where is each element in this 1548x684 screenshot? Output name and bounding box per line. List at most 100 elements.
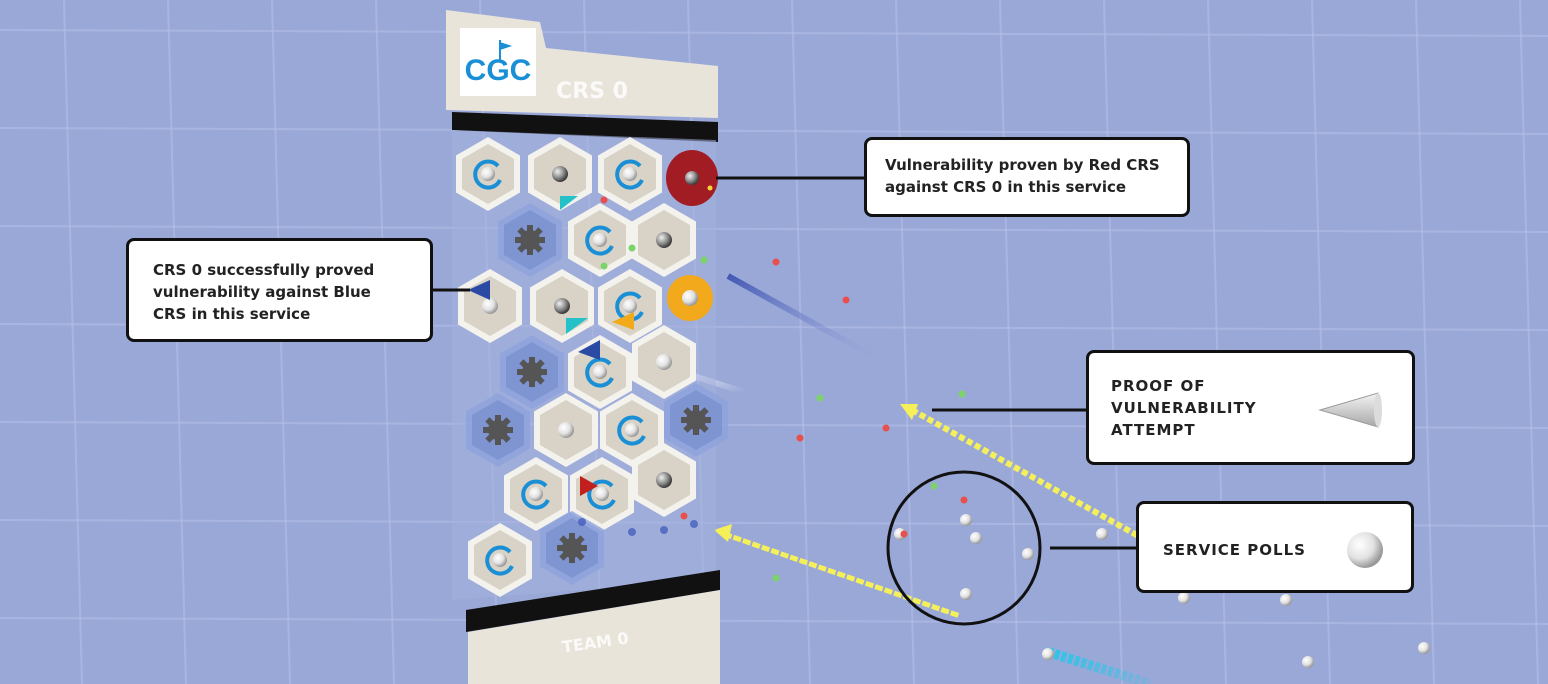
gear-body — [562, 538, 582, 558]
red-particle — [842, 296, 850, 304]
blue-particle — [690, 520, 698, 528]
swirl-ball — [625, 423, 639, 437]
swirl-ball — [493, 553, 507, 567]
cyan-proof-trail — [1046, 647, 1152, 684]
grid-line — [167, 0, 187, 684]
swirl-ball — [593, 365, 607, 379]
swirl-arc — [473, 159, 502, 190]
swirl-arc — [485, 545, 514, 576]
service-hex — [598, 137, 662, 211]
callout-blue-proof-text: CRS 0 successfully proved vulnerability … — [153, 261, 375, 323]
red-particle — [900, 530, 908, 538]
swirl-arc — [521, 479, 550, 510]
red-flag — [580, 476, 598, 496]
grid-line — [0, 29, 1548, 37]
red-vulnerability-marker — [666, 150, 718, 206]
service-hex — [468, 523, 532, 597]
service-hex — [632, 325, 696, 399]
legend-service-polls: SERVICE POLLS — [1136, 501, 1414, 593]
gear-tooth — [527, 225, 533, 233]
swirl-icon — [585, 357, 614, 388]
legend-proof-of-vulnerability: PROOF OF VULNERABILITY ATTEMPT — [1086, 350, 1415, 465]
grid-line — [0, 225, 1548, 233]
service-hex — [528, 137, 592, 211]
green-particle — [930, 482, 938, 490]
grid-line — [791, 0, 811, 684]
swirl-icon — [617, 415, 646, 446]
service-poll-sphere — [1302, 656, 1314, 668]
gear-tooth — [495, 437, 501, 445]
grid-line — [1415, 0, 1435, 684]
service-poll-sphere — [970, 532, 982, 544]
green-particle — [700, 256, 708, 264]
gear-body — [488, 420, 508, 440]
gear-tooth — [495, 415, 501, 423]
service-hex — [504, 457, 568, 531]
swirl-icon — [521, 479, 550, 510]
service-hex — [664, 383, 728, 457]
legend-proof-text: PROOF OF VULNERABILITY ATTEMPT — [1111, 377, 1257, 439]
green-particle — [628, 244, 636, 252]
service-hex — [534, 393, 598, 467]
grid-line — [1103, 0, 1123, 684]
service-hex — [498, 203, 562, 277]
grid-line — [375, 0, 395, 684]
swirl-icon — [585, 225, 614, 256]
swirl-arc — [585, 357, 614, 388]
blue-particle — [628, 528, 636, 536]
callout-blue-proof: CRS 0 successfully proved vulnerability … — [126, 238, 433, 342]
gear-icon — [517, 357, 547, 387]
grid-line — [895, 0, 915, 684]
orange-flag — [612, 312, 634, 330]
service-hex — [456, 137, 520, 211]
gear-icon — [483, 415, 513, 445]
gear-body — [520, 230, 540, 250]
white-ball-icon — [482, 298, 498, 314]
service-poll-sphere — [1096, 528, 1108, 540]
gear-tooth — [527, 247, 533, 255]
service-hex — [570, 457, 634, 531]
callout-red-proof-text: Vulnerability proven by Red CRS against … — [885, 156, 1160, 196]
service-poll-sphere — [1178, 592, 1190, 604]
service-poll-sphere — [1418, 642, 1430, 654]
gear-tooth — [693, 427, 699, 435]
cyan-flag-2 — [566, 318, 588, 334]
service-poll-sphere — [1280, 594, 1292, 606]
cgc-logo-text: CGC — [465, 54, 532, 87]
swirl-icon — [615, 159, 644, 190]
green-particle — [600, 262, 608, 270]
orange-marker — [667, 275, 713, 321]
callout-red-proof: Vulnerability proven by Red CRS against … — [864, 137, 1190, 217]
swirl-ball — [595, 487, 609, 501]
flag-icon — [500, 42, 512, 50]
swirl-arc — [615, 291, 644, 322]
panel-footer-bar — [466, 570, 720, 632]
swirl-ball — [593, 233, 607, 247]
red-particle — [882, 424, 890, 432]
grid-line — [999, 0, 1019, 684]
yellow-arrowhead-upper — [900, 404, 918, 420]
gear-body — [522, 362, 542, 382]
panel-header-bar — [452, 112, 718, 142]
legend-polls-text: SERVICE POLLS — [1163, 541, 1306, 559]
panel-footer — [468, 590, 720, 684]
white-ball-icon — [558, 422, 574, 438]
blue-particle — [660, 526, 668, 534]
grey-ball-icon — [552, 166, 568, 182]
blue-particle — [578, 518, 586, 526]
grey-ball-icon — [656, 232, 672, 248]
cyan-flag-1 — [560, 196, 578, 210]
service-hex — [500, 335, 564, 409]
yellow-proof-trail-upper — [910, 407, 1162, 551]
grey-ball-icon — [656, 472, 672, 488]
grid-line — [271, 0, 291, 684]
gear-icon — [681, 405, 711, 435]
service-hex — [540, 511, 604, 585]
gear-tooth — [693, 405, 699, 413]
cgc-logo — [460, 28, 536, 96]
red-particle — [960, 496, 968, 504]
swirl-arc — [585, 225, 614, 256]
sphere-icon — [1347, 532, 1383, 568]
